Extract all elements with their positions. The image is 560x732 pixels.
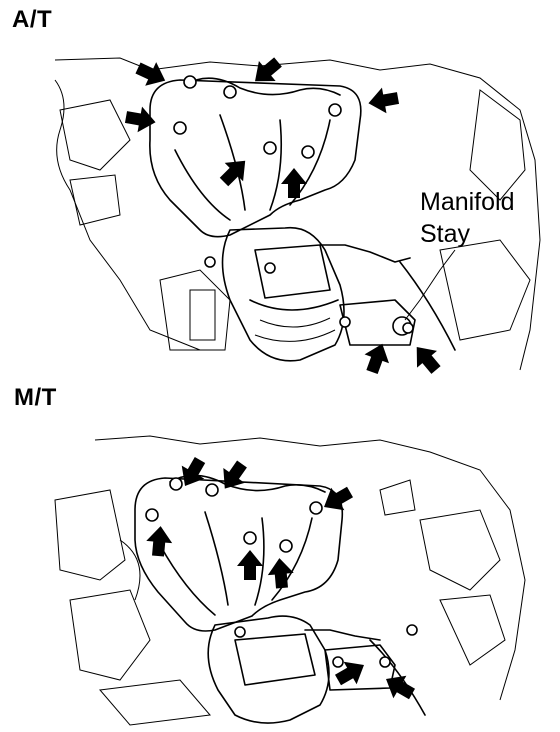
callout-line-2: Stay	[420, 220, 471, 248]
arrow-icon	[145, 453, 419, 706]
arrow-icon	[123, 52, 446, 379]
panel-label-at: A/T	[12, 6, 53, 33]
top-engine-illustration	[54, 52, 541, 379]
panel-label-mt: M/T	[14, 384, 57, 411]
bolt-icon	[145, 477, 418, 668]
callout-manifold-stay: Manifold Stay	[420, 186, 515, 250]
bolt-icon	[173, 75, 414, 334]
callout-line-1: Manifold	[420, 188, 515, 216]
bottom-engine-illustration	[54, 435, 526, 726]
